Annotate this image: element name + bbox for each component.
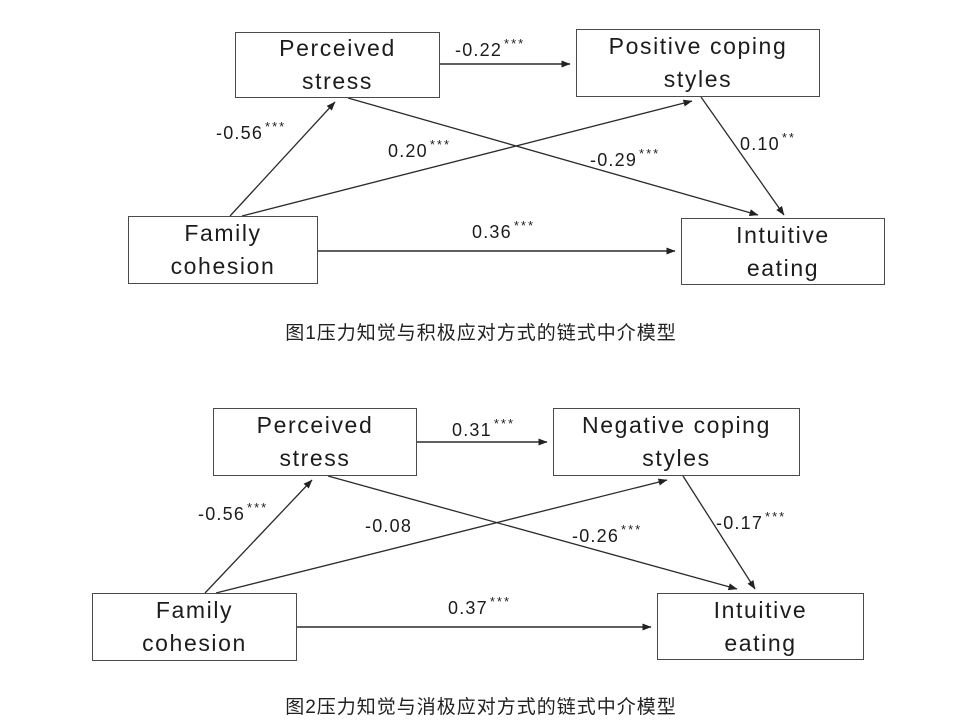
coefficient-value: -0.56 — [198, 504, 246, 524]
node-label: Intuitive eating — [736, 221, 830, 281]
arrow-f2-family-to-coping — [215, 478, 668, 594]
arrow-f1-coping-to-eating — [700, 96, 785, 216]
coefficient-value: 0.31 — [452, 420, 492, 440]
coefficient-value: -0.26 — [572, 526, 620, 546]
node-label: Perceived stress — [279, 35, 396, 94]
figure-1-caption: 图1压力知觉与积极应对方式的链式中介模型 — [285, 323, 677, 344]
node-negative-coping-styles: Negative coping styles — [553, 408, 800, 476]
node-family-cohesion: Family cohesion — [128, 216, 318, 284]
significance-stars: *** — [489, 594, 512, 609]
path-coefficient: 0.36*** — [472, 218, 535, 243]
coefficient-value: 0.36 — [472, 222, 512, 242]
node-label: Family cohesion — [142, 597, 247, 656]
coefficient-value: -0.17 — [716, 513, 764, 533]
node-label: Family cohesion — [170, 220, 276, 279]
significance-stars: *** — [493, 416, 516, 431]
node-family-cohesion: Family cohesion — [92, 593, 297, 661]
path-coefficient: 0.31*** — [452, 416, 515, 441]
node-perceived-stress: Perceived stress — [213, 408, 417, 476]
node-label: Positive coping styles — [608, 33, 788, 92]
node-positive-coping-styles: Positive coping styles — [576, 29, 820, 97]
coefficient-value: -0.29 — [590, 150, 638, 170]
coefficient-value: 0.10 — [740, 134, 780, 154]
significance-stars: *** — [513, 218, 536, 233]
arrow-f2-family-to-stress — [204, 479, 313, 594]
path-coefficient: 0.10** — [740, 130, 796, 155]
path-coefficient: -0.56*** — [198, 500, 268, 525]
path-coefficient: -0.17*** — [716, 509, 786, 534]
significance-stars: ** — [781, 130, 796, 145]
significance-stars: *** — [247, 500, 269, 515]
significance-stars: *** — [265, 119, 287, 134]
path-coefficient: -0.29*** — [590, 146, 660, 171]
significance-stars: *** — [504, 36, 526, 51]
path-coefficient: 0.37*** — [448, 594, 511, 619]
node-perceived-stress: Perceived stress — [235, 32, 440, 98]
path-coefficient: 0.20*** — [388, 137, 451, 162]
arrow-f2-coping-to-eating — [682, 475, 756, 590]
path-coefficient: -0.22*** — [455, 36, 525, 61]
coefficient-value: -0.56 — [216, 123, 264, 143]
significance-stars: *** — [429, 137, 452, 152]
coefficient-value: 0.20 — [388, 141, 428, 161]
arrow-f2-stress-to-eating — [327, 475, 738, 591]
node-intuitive-eating: Intuitive eating — [657, 593, 864, 660]
significance-stars: *** — [765, 509, 787, 524]
arrow-f1-family-to-stress — [229, 101, 336, 217]
coefficient-value: -0.22 — [455, 40, 503, 60]
path-coefficient: -0.08 — [365, 512, 414, 537]
node-label: Intuitive eating — [713, 596, 808, 656]
path-coefficient: -0.26*** — [572, 522, 642, 547]
coefficient-value: 0.37 — [448, 598, 488, 618]
figure-2-caption: 图2压力知觉与消极应对方式的链式中介模型 — [285, 697, 677, 718]
significance-stars: *** — [621, 522, 643, 537]
coefficient-value: -0.08 — [365, 516, 413, 536]
arrow-f1-family-to-coping — [241, 99, 693, 217]
node-label: Negative coping styles — [582, 412, 771, 471]
node-label: Perceived stress — [256, 412, 374, 471]
arrow-f1-stress-to-eating — [347, 97, 759, 217]
node-intuitive-eating: Intuitive eating — [681, 218, 885, 285]
significance-stars: *** — [639, 146, 661, 161]
path-coefficient: -0.56*** — [216, 119, 286, 144]
